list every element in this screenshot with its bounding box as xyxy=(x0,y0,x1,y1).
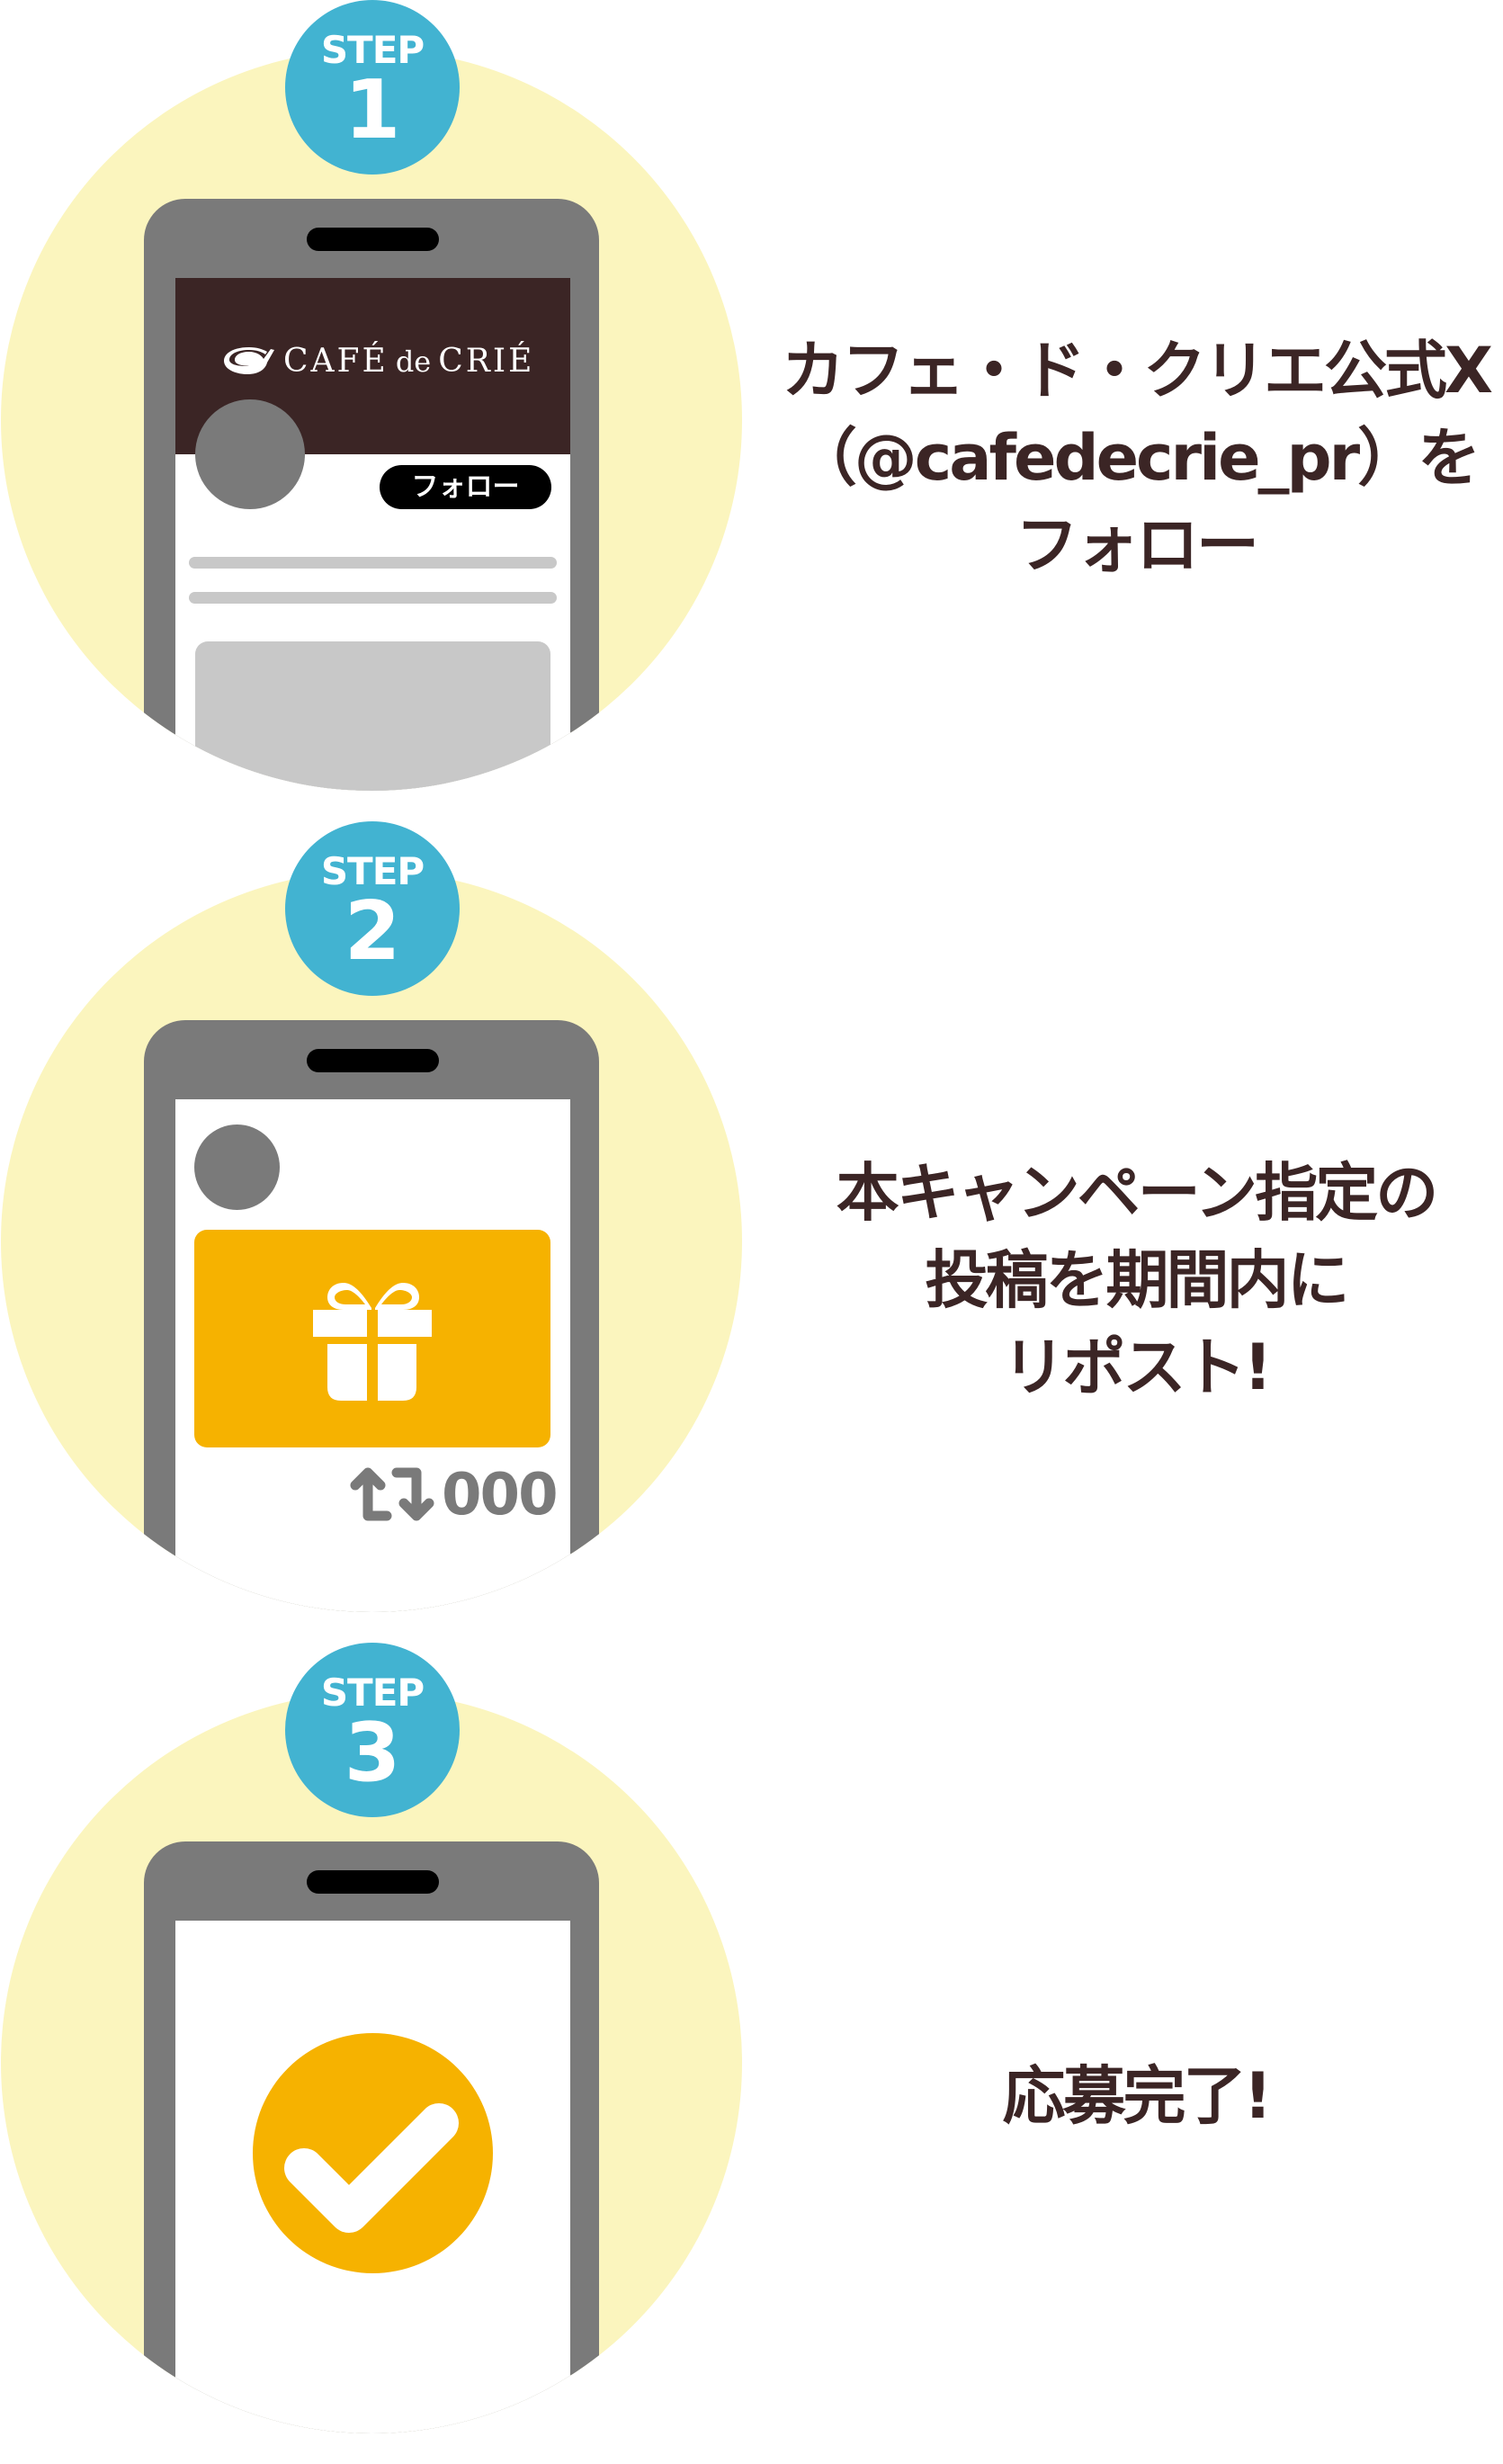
phone-speaker xyxy=(307,1870,439,1894)
phone-mockup xyxy=(144,1841,599,2433)
phone-screen xyxy=(175,1921,570,2433)
step-badge: STEP 2 xyxy=(285,821,460,996)
step-description-line: （@cafedecrie_pr）を xyxy=(793,421,1481,495)
step-description-line: フォロー xyxy=(1015,508,1259,582)
step-badge-number: 1 xyxy=(344,63,401,157)
step-description-line: リポスト! xyxy=(1002,1331,1273,1404)
step-badge: STEP 1 xyxy=(285,0,460,175)
step-3: STEP 3 応募完了! xyxy=(0,1643,1503,2464)
text-placeholder-line xyxy=(189,557,557,569)
repost-icon xyxy=(350,1467,434,1521)
phone-speaker xyxy=(307,1049,439,1072)
step-description-line: カフェ・ド・クリエ公式X xyxy=(782,334,1493,408)
step-badge-label: STEP xyxy=(320,849,425,893)
step-description: 本キャンペーン指定の 投稿を期間内に リポスト! xyxy=(769,1150,1503,1411)
profile-avatar xyxy=(195,399,305,509)
step-description-line: 投稿を期間内に xyxy=(925,1243,1350,1317)
post-author-avatar xyxy=(194,1124,280,1210)
step-description-line: 本キャンペーン指定の xyxy=(836,1156,1439,1230)
post-image-card[interactable] xyxy=(194,1230,550,1447)
step-description-line: 応募完了! xyxy=(1002,2059,1273,2133)
post-placeholder-card xyxy=(195,641,550,791)
phone-speaker xyxy=(307,228,439,251)
step-badge-number: 3 xyxy=(344,1706,401,1800)
repost-count: 000 xyxy=(442,1462,559,1528)
step-badge-label: STEP xyxy=(320,1671,425,1715)
follow-button[interactable]: フォロー xyxy=(380,465,551,509)
step-badge-number: 2 xyxy=(344,884,401,979)
gift-icon xyxy=(313,1283,432,1401)
step-2: 000 STEP 2 本キャンペーン指定の 投稿を期間内に リポスト! xyxy=(0,821,1503,1643)
repost-stat[interactable]: 000 xyxy=(346,1462,559,1528)
coffee-cup-logo-icon xyxy=(224,347,274,374)
phone-mockup: 000 xyxy=(144,1020,599,1612)
step-description: カフェ・ド・クリエ公式X （@cafedecrie_pr）を フォロー xyxy=(769,327,1503,589)
step-badge: STEP 3 xyxy=(285,1643,460,1817)
step-badge-label: STEP xyxy=(320,28,425,72)
text-placeholder-line xyxy=(189,592,557,604)
step-description: 応募完了! xyxy=(769,2053,1503,2140)
phone-screen: 000 xyxy=(175,1099,570,1612)
check-circle-icon xyxy=(253,2033,493,2273)
